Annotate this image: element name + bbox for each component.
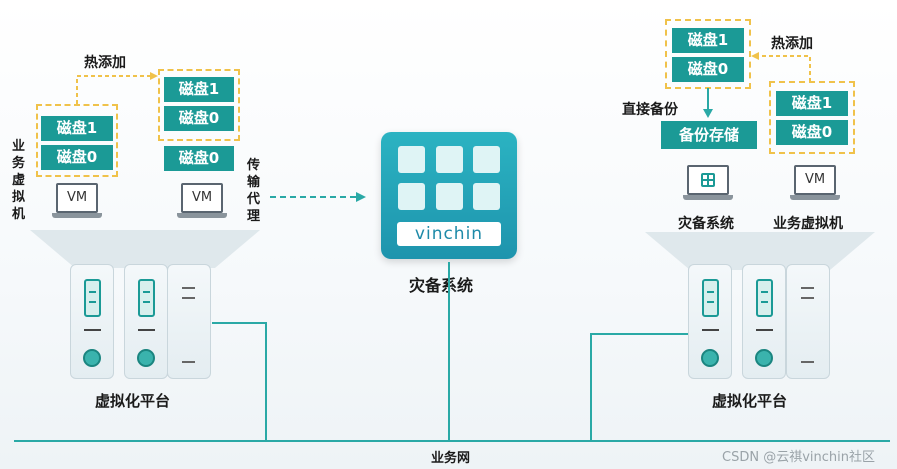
server-right-2 [742,264,786,379]
hot-add-arrow-left [76,72,158,104]
server-right-3 [786,264,830,379]
watermark: CSDN @云祺vinchin社区 [722,450,875,465]
dr-screen [687,165,729,195]
network-label: 业务网 [431,451,471,466]
server-left-1 [70,264,114,379]
vinchin-appliance-icon: vinchin [381,132,517,259]
vm-disk-0-right: 磁盘0 [776,120,848,145]
proxy-disk-1: 磁盘1 [164,77,234,102]
vinchin-logo: vinchin [397,222,501,246]
platform-glow-right [645,232,875,270]
hot-add-arrow-right [751,52,811,82]
vm-screen-text-right: VM [794,165,836,195]
proxy-label: 传输代理 [247,158,261,224]
vm-screen-text: VM [56,183,98,213]
vm-disk-0: 磁盘0 [41,145,113,170]
server-left-2 [124,264,168,379]
platform-label-right: 虚拟化平台 [712,392,788,410]
transfer-arrow [270,192,366,202]
link-center-v [448,262,450,441]
platform-label-left: 虚拟化平台 [95,392,171,410]
link-left-v [265,322,267,441]
proxy-screen-text: VM [181,183,223,213]
business-network-line [14,440,890,442]
dr-disk-1: 磁盘1 [672,28,744,53]
vm-disk-group [36,104,118,177]
hot-add-label-right: 热添加 [771,36,813,52]
proxy-laptop-icon: VM [177,183,227,219]
vm-disk-1-right: 磁盘1 [776,91,848,116]
dr-disk-0: 磁盘0 [672,57,744,82]
vm-disk-group-right [769,81,855,154]
backup-storage: 备份存储 [661,121,757,149]
server-right-1 [688,264,732,379]
server-left-3 [167,264,211,379]
proxy-disk-group [158,69,240,141]
link-right-v [590,333,592,441]
vm-disk-1: 磁盘1 [41,116,113,141]
link-right-h [590,333,688,335]
vm-laptop-icon-right: VM [790,165,840,201]
proxy-disk-0-local: 磁盘0 [164,146,234,171]
vm-laptop-icon: VM [52,183,102,219]
direct-backup-label: 直接备份 [622,102,678,118]
direct-backup-arrow [703,88,713,118]
vm-label-left: 业务虚拟机 [12,139,26,222]
link-left-h [212,322,266,324]
proxy-disk-0: 磁盘0 [164,106,234,131]
grid-icon [701,173,715,187]
center-dr-label: 灾备系统 [409,276,474,295]
dr-system-label: 灾备系统 [678,216,734,232]
dr-system-laptop-icon [683,165,733,201]
hot-add-label-left: 热添加 [84,55,126,71]
platform-glow-left [30,230,260,268]
vm-label-right: 业务虚拟机 [773,216,843,232]
